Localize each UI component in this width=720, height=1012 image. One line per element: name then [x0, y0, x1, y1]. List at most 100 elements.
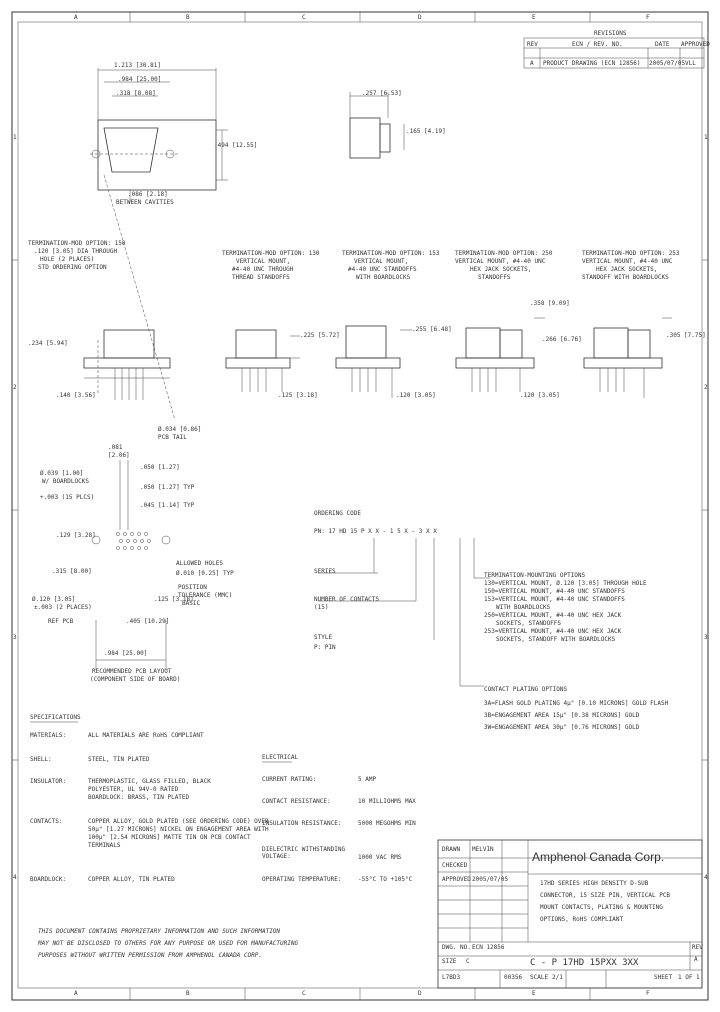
option-1-note1: .120 [3.05] DIA THROUGH [34, 248, 118, 255]
spec-contacts-val-3: 100μ" [2.54 MICRONS] MATTE TIN ON PCB CO… [88, 834, 251, 841]
ordering-style-value: P: PIN [314, 644, 336, 651]
spec-insulator-val-2: POLYESTER, UL 94V-0 RATED [88, 786, 179, 793]
rev-header-approved: APPROVED [681, 41, 710, 48]
side-dim-3: .225 [5.72] [300, 332, 340, 339]
zone-ticks [12, 12, 708, 1000]
company-name: Amphenol Canada Corp. [532, 850, 665, 864]
col-label-b-bottom: B [186, 990, 190, 997]
title-desc-2: CONNECTOR, 15 SIZE PIN, VERTICAL PCB [540, 892, 671, 899]
title-desc-1: 17HD SERIES HIGH DENSITY D-SUB [540, 880, 649, 887]
side-dim-b: .165 [4.19] [406, 128, 446, 135]
col-label-f: F [646, 14, 650, 21]
title-desc-4: OPTIONS, RoHS COMPLIANT [540, 916, 624, 923]
elec-insulation-val: 5000 MEGOHMS MIN [358, 820, 416, 827]
option-2-label: TERMINATION-MOD OPTION: 130 [222, 250, 320, 257]
sheet-value: 1 OF 1 [678, 974, 700, 981]
front-view [90, 68, 228, 421]
term-option-line-1: 130=VERTICAL MOUNT, Ø.120 [3.05] THROUGH… [484, 580, 647, 587]
fp-dim-i: .125 [3.18] [154, 596, 194, 603]
spec-materials-val: ALL MATERIALS ARE RoHS COMPLIANT [88, 732, 204, 739]
spec-insulator-val-3: BOARDLOCK: BRASS, TIN PLATED [88, 794, 190, 801]
option-2-note1: VERTICAL MOUNT, [236, 258, 291, 265]
scale-value: 2/1 [552, 974, 563, 981]
elec-insulation-key: INSULATION RESISTANCE: [262, 820, 342, 827]
fp-dim-j: .405 [10.29] [126, 618, 170, 625]
option-3-note2: #4-40 UNC STANDOFFS [348, 266, 417, 273]
dim-width: 1.213 [30.81] [114, 62, 161, 69]
rev-cell-approved: VLL [685, 60, 696, 67]
fp-layout-subtitle: (COMPONENT SIDE OF BOARD) [90, 676, 181, 683]
option-4-label: TERMINATION-MOD OPTION: 250 [455, 250, 553, 257]
drawn-by: MELVIN [472, 846, 494, 853]
rev-label: REV [692, 944, 703, 951]
dim-cavity-note: BETWEEN CAVITIES [116, 199, 174, 206]
ordering-series: SERIES [314, 568, 336, 575]
spec-contacts-val-1: COPPER ALLOY, GOLD PLATED (SEE ORDERING … [88, 818, 269, 825]
spec-boardlock-key: BOARDLOCK: [30, 876, 67, 883]
pcb-tail-label: PCB TAIL [158, 434, 187, 441]
scale-label: SCALE [530, 974, 549, 981]
side-dim-4: .125 [3.18] [278, 392, 318, 399]
elec-voltage-key: DIELECTRIC WITHSTANDING VOLTAGE: [262, 846, 346, 860]
elec-title: ELECTRICAL [262, 754, 299, 761]
row-label-4: 4 [13, 874, 17, 881]
plating-line-2: 3B=ENGAGEMENT AREA 15μ" [0.38 MICRONS] G… [484, 712, 640, 719]
rev-header-rev: REV [527, 41, 538, 48]
row-label-4-right: 4 [704, 874, 708, 881]
option-view-1 [83, 329, 171, 400]
fp-dim-k: .984 [25.00] [104, 650, 148, 657]
option-view-5 [583, 317, 672, 398]
col-label-d-bottom: D [418, 990, 422, 997]
side-dim-9: .120 [3.05] [520, 392, 560, 399]
spec-shell-val: STEEL, TIN PLATED [88, 756, 150, 763]
notice-line-3: PURPOSES WITHOUT WRITTEN PERMISSION FROM… [38, 952, 262, 959]
spec-materials-key: MATERIALS: [30, 732, 67, 739]
approved-date: 2005/07/05 [472, 876, 509, 883]
fp-dim-f: .129 [3.28] [56, 532, 96, 539]
fp-mount-tol: ±.003 (2 PLACES) [34, 604, 92, 611]
title-block [437, 839, 703, 989]
fp-dim-g: .315 [8.00] [52, 568, 92, 575]
col-label-e-bottom: E [532, 990, 536, 997]
fp-hole-tol: +.003 (15 PLCS) [40, 494, 95, 501]
row-label-2-right: 2 [704, 384, 708, 391]
fp-dim-a2: [2.06] [108, 452, 130, 459]
term-option-line-7: 253=VERTICAL MOUNT, #4-40 UNC HEX JACK [484, 628, 622, 635]
col-label-f-bottom: F [646, 990, 650, 997]
approved-label: APPROVED [442, 876, 471, 883]
side-dim-5: .255 [6.48] [412, 326, 452, 333]
ecn-number: ECN 12856 [472, 944, 505, 951]
fp-mount-ref: REF PCB [48, 618, 74, 625]
fp-dim-c: .050 [1.27] TYP [140, 484, 195, 491]
option-view-3 [335, 325, 412, 398]
col-label-c: C [302, 14, 306, 21]
row-label-1-right: 1 [704, 134, 708, 141]
row-label-3: 3 [13, 634, 17, 641]
dim-height: .494 [12.55] [214, 142, 258, 149]
elec-current-val: 5 AMP [358, 776, 377, 783]
option-view-2 [225, 329, 300, 392]
notice-line-1: THIS DOCUMENT CONTAINS PROPRIETARY INFOR… [38, 928, 281, 935]
term-options-title: TERMINATION-MOUNTING OPTIONS [484, 572, 586, 579]
ordering-title: ORDERING CODE [314, 510, 361, 517]
option-views [83, 317, 672, 400]
dim-mount-spacing: .984 [25.00] [118, 76, 162, 83]
ordering-contacts: NUMBER OF CONTACTS [314, 596, 380, 603]
option-1-note3: STD ORDERING OPTION [38, 264, 107, 271]
rev-cell-date: 2005/07/05 [649, 60, 686, 67]
option-2-note2: #4-40 UNC THROUGH [232, 266, 294, 273]
col-label-d: D [418, 14, 422, 21]
dim-shell: .318 [8.08] [116, 90, 156, 97]
elec-temp-key: OPERATING TEMPERATURE: [262, 876, 342, 883]
side-dim-7: .358 [9.09] [530, 300, 570, 307]
term-option-line-8: SOCKETS, STANDOFF WITH BOARDLOCKS [496, 636, 616, 643]
term-option-line-5: 250=VERTICAL MOUNT, #4-40 UNC HEX JACK [484, 612, 622, 619]
plating-line-1: 3A=FLASH GOLD PLATING 4μ" [0.10 MICRONS]… [484, 700, 669, 707]
fp-mount-dia: Ø.120 [3.05] [32, 596, 76, 603]
col-label-a: A [74, 14, 78, 21]
dim-cavity: .086 [2.18] [128, 191, 168, 198]
part-number: C - P 17HD 15PXX 3XX [530, 958, 639, 968]
col-label-c-bottom: C [302, 990, 306, 997]
side-dim-2: .140 [3.56] [56, 392, 96, 399]
